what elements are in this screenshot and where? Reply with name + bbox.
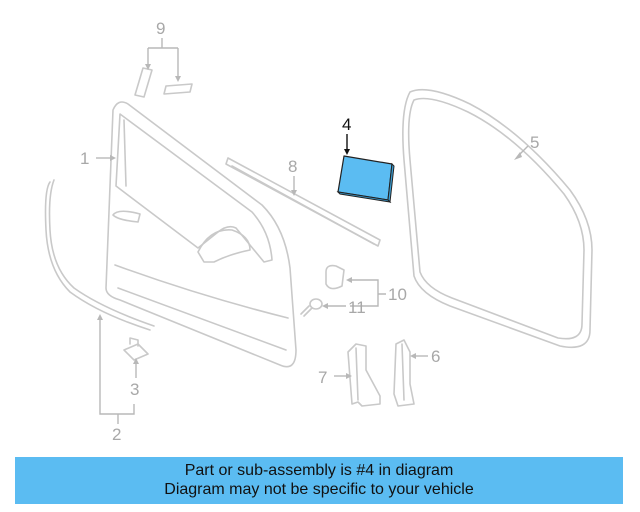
part-4-highlighted [336,155,395,204]
callout-2: 2 [112,425,121,444]
callout-1: 1 [80,149,89,168]
part-5-body-weatherstrip [402,88,593,349]
part-2-weatherstrip [44,179,155,331]
callout-9-leader [145,38,181,82]
callout-3-leader [133,358,139,378]
callout-6-leader [410,353,428,359]
part-10-fitting [325,264,345,290]
callout-8-leader [291,176,297,196]
part-9-trim [134,67,193,98]
part-7-bracket [347,343,381,407]
callout-5-leader [514,145,529,160]
part-1-door [105,101,297,368]
callout-7-leader [334,373,352,379]
banner-line-disclaimer: Diagram may not be specific to your vehi… [164,481,474,498]
callout-10: 10 [388,285,407,304]
callout-6: 6 [431,347,440,366]
parts-diagram: 9 1 3 2 8 [44,19,593,444]
callout-10-11-leader [322,277,386,309]
callout-4: 4 [342,115,351,134]
callout-3: 3 [130,380,139,399]
part-3-clip [123,337,149,361]
part-8-molding [225,157,381,247]
callout-4-leader [344,134,350,155]
callout-5: 5 [530,133,539,152]
callout-8: 8 [288,157,297,176]
callout-11: 11 [348,298,366,317]
banner-line-part: Part or sub-assembly is #4 in diagram [184,462,454,479]
callout-9: 9 [156,19,165,38]
info-banner: Part or sub-assembly is #4 in diagram Di… [15,457,623,504]
callout-1-leader [96,155,116,161]
part-11-grommet [300,298,323,317]
callout-2-leader [97,314,135,424]
callout-7: 7 [318,368,327,387]
part-6-bracket [393,339,415,407]
